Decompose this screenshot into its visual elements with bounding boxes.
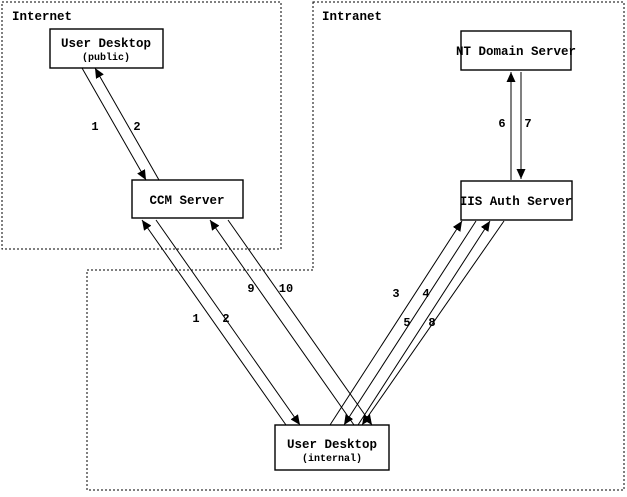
node-nt-domain-server-title: NT Domain Server: [456, 45, 576, 59]
node-iis-auth-server-box: [460, 180, 573, 221]
flow-label-9: 9: [247, 282, 254, 296]
node-user-desktop-internal-title: User Desktop: [287, 438, 377, 452]
intranet-zone-border: [86, 1, 625, 491]
node-user-desktop-public-title: User Desktop: [61, 37, 151, 51]
flow-label-3: 3: [392, 287, 399, 301]
flow-label-7: 7: [524, 117, 531, 131]
internet-zone-border: [1, 1, 282, 250]
flow-arrow-1-internal-to-ccm: [141, 219, 287, 426]
flow-arrow-9-internal-to-ccm: [209, 219, 355, 426]
flow-arrow-8-iis-to-internal: [361, 220, 505, 426]
node-ccm-server-box: [131, 179, 244, 219]
node-ccm-server-title: CCM Server: [149, 194, 224, 208]
node-user-desktop-internal: User Desktop (internal): [274, 424, 390, 471]
flow-label-1-public: 1: [91, 120, 98, 134]
node-user-desktop-public-subtitle: (public): [82, 52, 130, 64]
internet-zone-label: Internet: [12, 10, 72, 24]
node-user-desktop-public-box: [49, 28, 164, 69]
flow-label-2-public: 2: [133, 120, 140, 134]
node-user-desktop-internal-subtitle: (internal): [302, 453, 362, 465]
node-user-desktop-public: User Desktop (public): [49, 28, 164, 69]
node-user-desktop-internal-box: [274, 424, 390, 471]
flow-label-6: 6: [498, 117, 505, 131]
flow-arrow-1-public-to-ccm: [81, 67, 147, 181]
flow-label-10: 10: [279, 282, 293, 296]
flow-label-4: 4: [422, 287, 429, 301]
flow-label-2-internal: 2: [222, 312, 229, 326]
node-iis-auth-server-title: IIS Auth Server: [460, 195, 573, 209]
flow-label-8: 8: [428, 316, 435, 330]
node-nt-domain-server: NT Domain Server: [456, 30, 576, 71]
intranet-zone-label: Intranet: [322, 10, 382, 24]
flow-arrow-2-ccm-to-public: [94, 67, 160, 181]
flow-arrow-5-internal-to-iis: [357, 220, 491, 426]
flow-label-1-internal: 1: [192, 312, 199, 326]
node-nt-domain-server-box: [460, 30, 572, 71]
flow-arrow-10-ccm-to-internal: [227, 219, 373, 426]
flow-arrow-2-ccm-to-internal: [155, 219, 301, 426]
node-ccm-server: CCM Server: [131, 179, 244, 219]
flow-label-5: 5: [403, 316, 410, 330]
flow-arrow-3-internal-to-iis: [329, 220, 463, 426]
flow-arrow-4-iis-to-internal: [343, 220, 477, 426]
node-iis-auth-server: IIS Auth Server: [460, 180, 573, 221]
